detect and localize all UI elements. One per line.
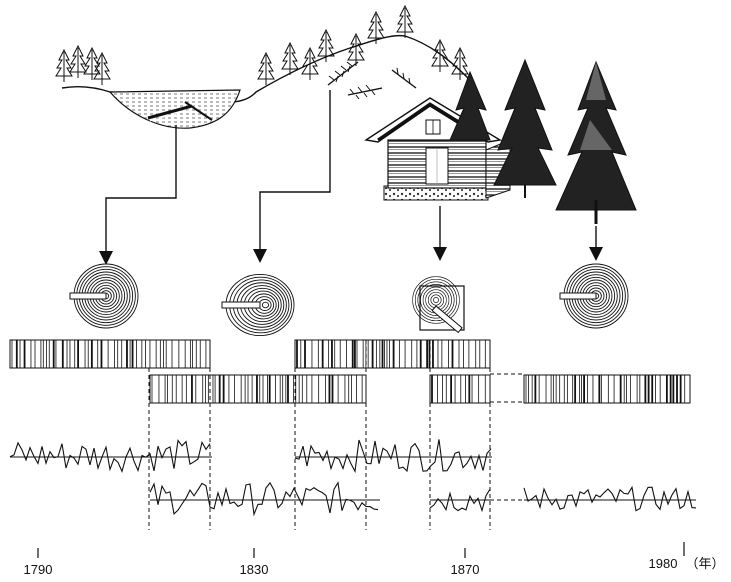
landscape <box>56 6 636 224</box>
time-axis: 1790 1830 1870 1980 （年） <box>24 542 725 577</box>
axis-label-1980: 1980 <box>649 556 678 571</box>
axis-label-1870: 1870 <box>451 562 480 577</box>
arrow-hill-to-disc <box>260 90 330 256</box>
small-conifers-hill <box>258 6 468 85</box>
spruce-tree-icon <box>556 62 636 224</box>
ring-width-curve <box>10 441 210 472</box>
ring-width-strip <box>10 340 210 368</box>
ring-width-strip <box>524 375 690 403</box>
ring-width-strip <box>430 375 490 403</box>
core-sample <box>222 302 260 308</box>
ring-width-curves <box>10 439 696 514</box>
log-cabin-icon <box>366 98 510 200</box>
arrow-lake-to-disc <box>106 125 176 258</box>
tree-ring-disc-icon <box>70 264 138 328</box>
tree-ring-disc-icon <box>560 264 628 328</box>
axis-label-1830: 1830 <box>240 562 269 577</box>
tree-ring-disc-icon <box>222 274 294 335</box>
axis-label-1790: 1790 <box>24 562 53 577</box>
square-beam-section-icon <box>413 277 464 333</box>
axis-unit-label: （年） <box>685 556 724 571</box>
core-sample <box>70 293 106 299</box>
ring-strips <box>10 340 690 403</box>
ring-width-curve <box>150 483 378 515</box>
ring-width-strip <box>295 340 490 368</box>
ring-width-curve <box>295 439 491 471</box>
ring-width-curve <box>524 487 696 511</box>
fallen-tree-icon <box>328 62 416 99</box>
small-conifers-left <box>56 46 110 85</box>
core-sample <box>560 293 596 299</box>
samples <box>70 264 628 336</box>
